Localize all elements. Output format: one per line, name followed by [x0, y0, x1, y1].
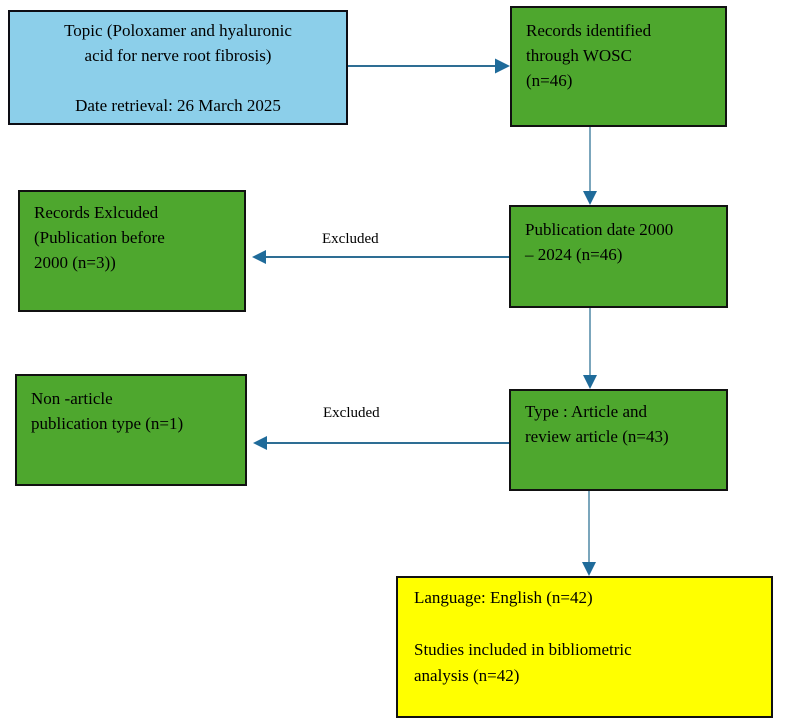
- studies-included-box: Language: English (n=42) Studies include…: [396, 576, 773, 718]
- arrow-pubdate-to-type-head: [583, 375, 597, 389]
- type-filter-box: Type : Article and review article (n=43): [509, 389, 728, 491]
- arrow-topic-to-records: [348, 58, 510, 74]
- excluded-label-top: Excluded: [322, 231, 379, 247]
- arrow-records-to-pubdate-head: [583, 191, 597, 205]
- topic-box: Topic (Poloxamer and hyaluronic acid for…: [8, 10, 348, 125]
- non-article-excluded-box: Non -article publication type (n=1): [15, 374, 247, 486]
- arrow-pubdate-to-excluded-head: [252, 250, 266, 264]
- arrow-type-to-nonarticle: [253, 436, 509, 450]
- arrow-type-to-included-head: [582, 562, 596, 576]
- arrow-pubdate-to-excluded: [252, 250, 509, 264]
- records-identified-box: Records identified through WOSC (n=46): [510, 6, 727, 127]
- arrow-pubdate-to-type: [583, 308, 597, 389]
- records-excluded-box: Records Exlcuded (Publication before 200…: [18, 190, 246, 312]
- arrow-type-to-included: [582, 491, 596, 576]
- arrow-type-to-nonarticle-head: [253, 436, 267, 450]
- publication-date-box: Publication date 2000 – 2024 (n=46): [509, 205, 728, 308]
- arrow-topic-to-records-head: [495, 58, 510, 74]
- arrow-records-to-pubdate: [583, 127, 597, 205]
- excluded-label-bottom: Excluded: [323, 405, 380, 421]
